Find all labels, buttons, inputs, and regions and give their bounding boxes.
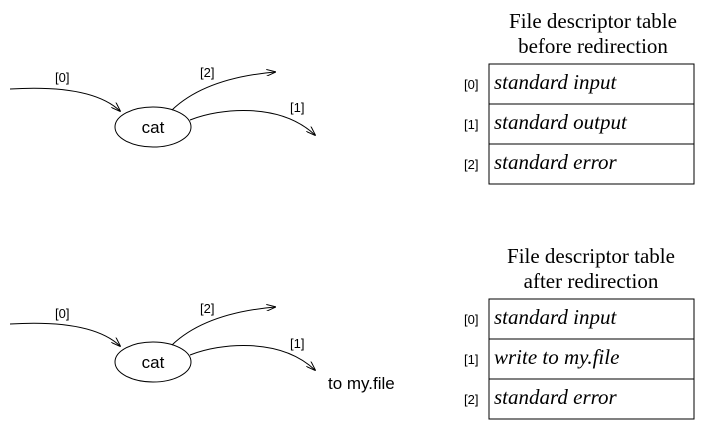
fd-index-before-1: [1] [464,117,478,132]
fd-label-stdout-after: [1] [290,336,304,351]
fd-value-after-2: standard error [494,385,618,409]
fd-table-before: File descriptor table before redirection… [464,9,695,185]
fd-label-stdin-before: [0] [55,70,69,85]
fd-index-after-1: [1] [464,352,478,367]
table-row-after-2 [488,378,695,420]
fd-index-after-2: [2] [464,392,478,407]
process-label-after: cat [142,353,165,372]
fd-label-stdin-after: [0] [55,306,69,321]
process-node-before [114,106,192,148]
fd-value-after-0: standard input [494,305,617,329]
stdout-arrow-after [189,345,315,370]
after-panel: [0] cat [2] [1] to my.file File descript… [9,244,695,420]
redirect-target-label: to my.file [328,374,395,393]
fd-value-before-0: standard input [494,70,617,94]
process-flow-after: [0] cat [2] [1] to my.file [9,301,395,393]
before-panel: [0] cat [2] [1] File descriptor table be… [9,9,695,185]
process-node-after [114,341,192,383]
table-title-line1-after: File descriptor table [507,244,675,268]
fd-index-before-2: [2] [464,157,478,172]
process-label-before: cat [142,118,165,137]
stdin-arrow-before [9,87,120,111]
fd-index-before-0: [0] [464,77,478,92]
stdout-arrow-before [189,110,315,135]
fd-label-stdout-before: [1] [290,100,304,115]
table-title-line2-after: after redirection [524,269,659,293]
stdin-arrow-after [9,322,120,346]
fd-label-stderr-after: [2] [200,301,214,316]
fd-index-after-0: [0] [464,312,478,327]
stderr-arrow-before [171,72,275,111]
process-flow-before: [0] cat [2] [1] [9,65,315,148]
table-row-before-2 [488,143,695,185]
fd-label-stderr-before: [2] [200,65,214,80]
fd-value-before-1: standard output [494,110,628,134]
fd-value-after-1: write to my.file [494,345,619,369]
fd-table-after: File descriptor table after redirection … [464,244,695,420]
stderr-arrow-after [171,307,275,346]
fd-value-before-2: standard error [494,150,618,174]
table-title-line2-before: before redirection [518,34,668,58]
table-title-line1-before: File descriptor table [509,9,677,33]
